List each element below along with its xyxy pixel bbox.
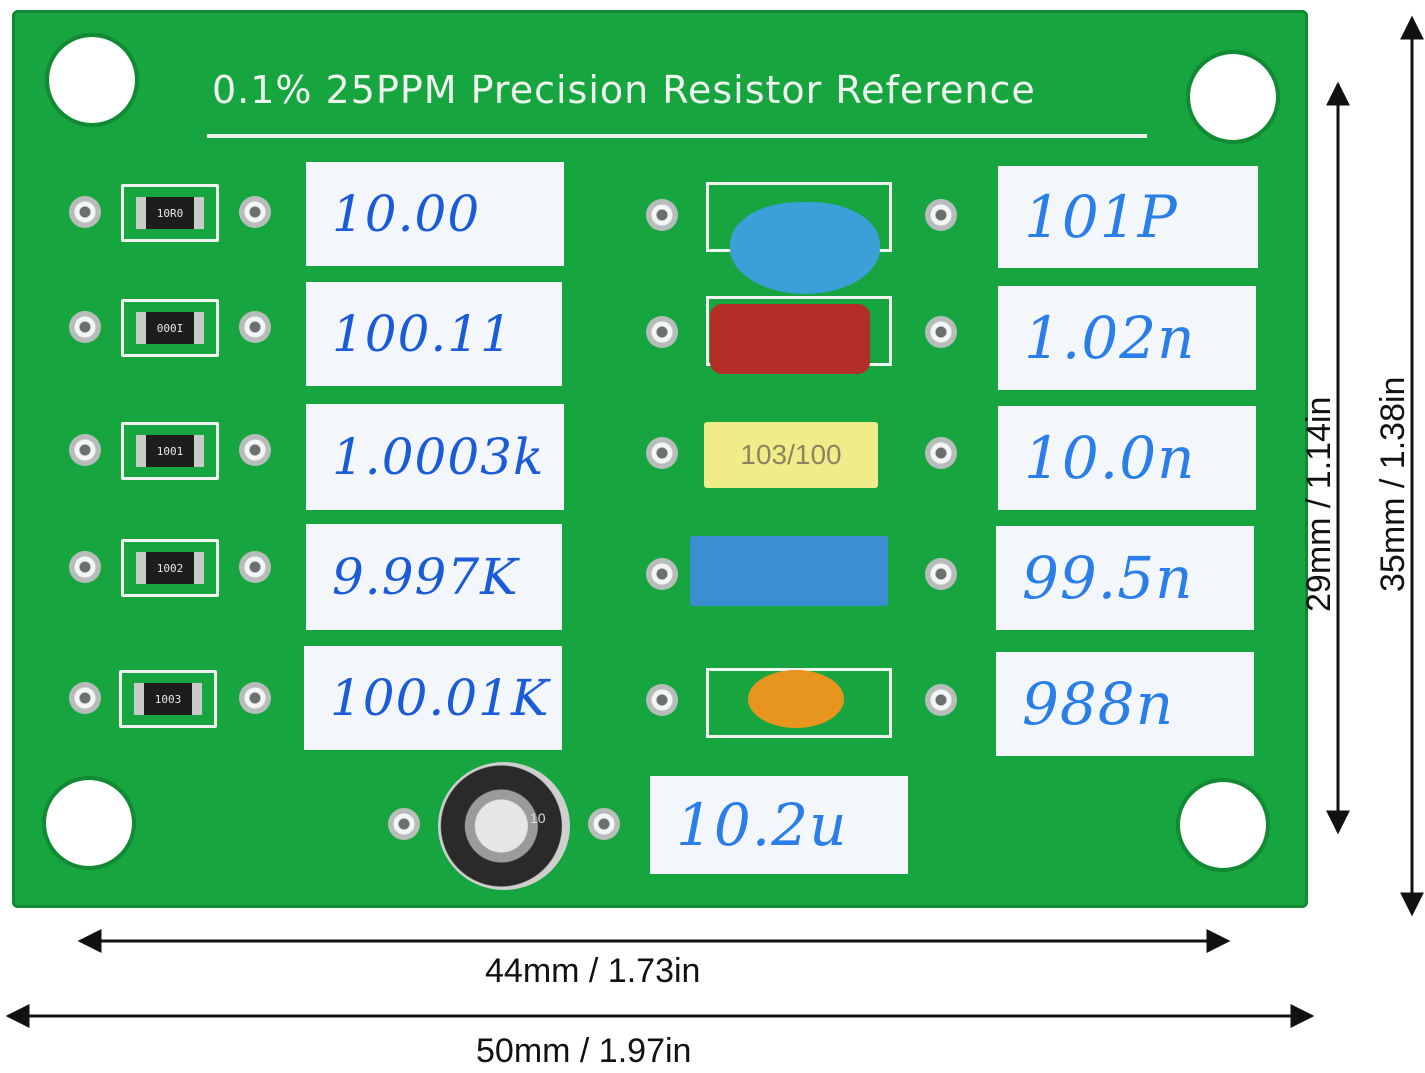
mount-hole-tl	[49, 37, 135, 123]
title-underline	[207, 134, 1147, 138]
pad	[925, 558, 957, 590]
resistor-footprint: 10R0	[121, 184, 219, 242]
smd-resistor: 10R0	[136, 197, 204, 229]
capacitor-label: 988n	[996, 652, 1254, 756]
resistor-footprint: 000I	[121, 299, 219, 357]
pad	[69, 682, 101, 714]
resistor-footprint: 1002	[121, 539, 219, 597]
pad	[646, 199, 678, 231]
outer-width-label: 50mm / 1.97in	[476, 1032, 692, 1070]
capacitor-label: 1.02n	[998, 286, 1256, 390]
pad	[646, 437, 678, 469]
pad	[239, 551, 271, 583]
electrolytic-label: 10.2u	[650, 776, 908, 874]
pad	[239, 311, 271, 343]
mount-hole-br	[1180, 782, 1266, 868]
capacitor-label: 99.5n	[996, 526, 1254, 630]
pad	[69, 196, 101, 228]
resistor-label: 9.997K	[306, 524, 562, 630]
resistor-label: 1.0003k	[306, 404, 564, 510]
resistor-label: 100.11	[306, 282, 562, 386]
resistor-label: 100.01K	[304, 646, 562, 750]
pad	[239, 682, 271, 714]
board-title: 0.1% 25PPM Precision Resistor Reference	[212, 68, 1036, 112]
pad	[69, 551, 101, 583]
pad	[239, 196, 271, 228]
ceramic-disc-capacitor	[730, 202, 880, 294]
pad	[69, 311, 101, 343]
ceramic-capacitor	[748, 670, 844, 728]
smd-resistor: 1001	[136, 435, 204, 467]
smd-resistor: 1003	[134, 683, 202, 715]
pad	[646, 558, 678, 590]
inner-height-label: 29mm / 1.14in	[1300, 396, 1338, 612]
smd-resistor: 1002	[136, 552, 204, 584]
pad	[239, 434, 271, 466]
pad	[925, 199, 957, 231]
smd-resistor: 000I	[136, 312, 204, 344]
pad	[925, 316, 957, 348]
capacitor-footprint	[706, 668, 892, 738]
pad	[69, 434, 101, 466]
capacitor-label: 101P	[998, 166, 1258, 268]
resistor-footprint: 1003	[119, 670, 217, 728]
pad	[646, 684, 678, 716]
electrolytic-capacitor	[438, 762, 570, 890]
inner-width-label: 44mm / 1.73in	[485, 952, 701, 990]
mount-hole-bl	[46, 780, 132, 866]
pcb-board: 0.1% 25PPM Precision Resistor Reference …	[12, 10, 1308, 908]
resistor-footprint: 1001	[121, 422, 219, 480]
box-capacitor	[690, 536, 888, 606]
pad	[588, 808, 620, 840]
resistor-label: 10.00	[306, 162, 564, 266]
pad	[925, 684, 957, 716]
electrolytic-marking: 10	[530, 810, 546, 826]
mount-hole-tr	[1190, 54, 1276, 140]
pad	[646, 316, 678, 348]
pad	[388, 808, 420, 840]
pad	[925, 437, 957, 469]
capacitor-label: 10.0n	[998, 406, 1256, 510]
outer-height-label: 35mm / 1.38in	[1374, 376, 1412, 592]
film-capacitor	[710, 304, 870, 374]
box-capacitor: 103/100	[704, 422, 878, 488]
